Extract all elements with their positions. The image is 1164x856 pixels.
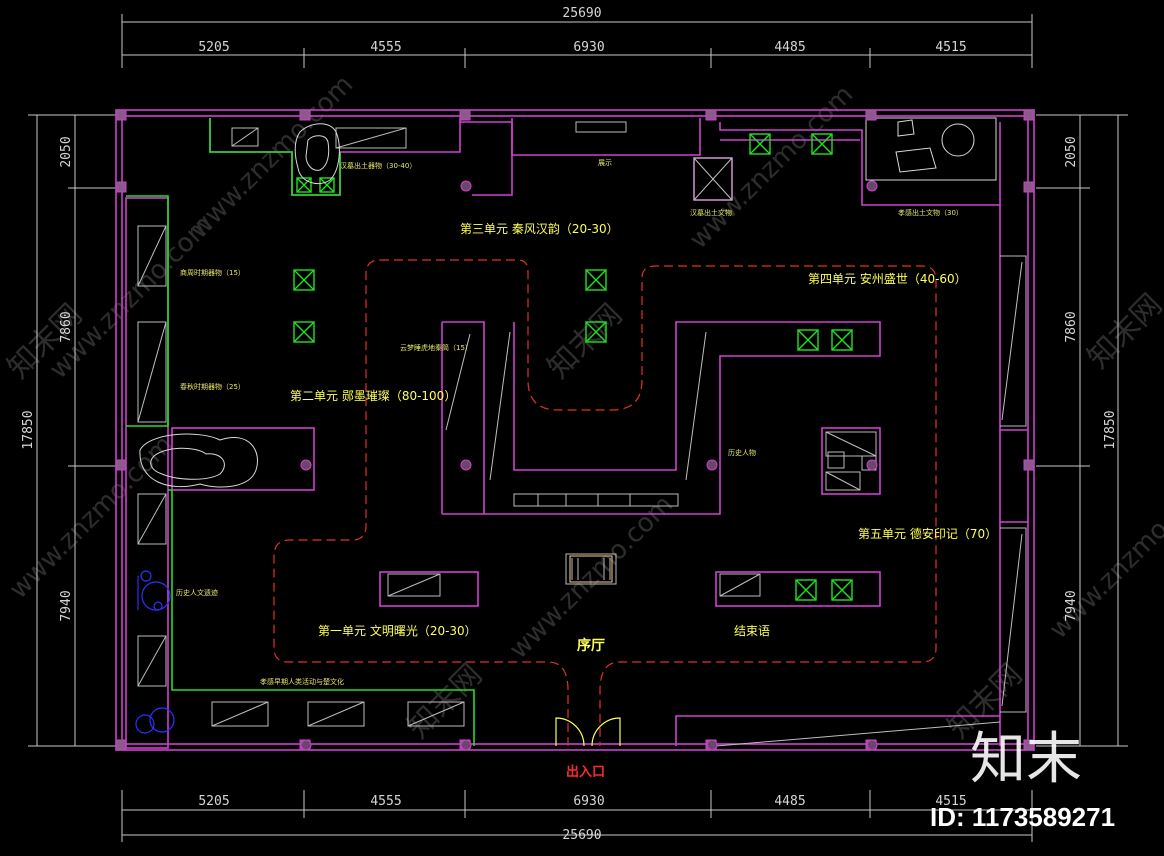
dim-bottom-seg-2: 4555 <box>370 794 401 809</box>
column-octagons <box>300 180 878 751</box>
dim-left-seg-1: 2050 <box>59 136 74 167</box>
note-label-2: 春秋时期器物（25） <box>180 382 245 391</box>
dim-right-seg-1: 2050 <box>1064 136 1079 167</box>
note-label-10: 孝感早期人类活动与楚文化 <box>260 677 344 686</box>
dim-top-seg-5: 4515 <box>935 40 966 55</box>
central-display <box>379 321 881 607</box>
entrance-label: 出入口 <box>566 764 605 780</box>
zone-label-unit3: 第三单元 秦风汉韵（20-30） <box>460 221 619 236</box>
dimension-lines <box>28 14 1128 842</box>
dim-top-seg-3: 6930 <box>573 40 604 55</box>
dim-right-seg-2: 7860 <box>1064 311 1079 342</box>
dim-top-seg-4: 4485 <box>774 40 805 55</box>
dim-bottom-seg-4: 4485 <box>774 794 805 809</box>
prelude-feature <box>569 555 613 583</box>
blue-fixtures <box>135 570 175 734</box>
zone-label-unit2: 第二单元 郧墨璀璨（80-100） <box>290 388 456 403</box>
dim-top-seg-2: 4555 <box>370 40 401 55</box>
green-walls <box>126 118 475 746</box>
note-label-6: 展示 <box>598 159 612 167</box>
note-label-3: 历史人文遗迹 <box>176 588 218 597</box>
showcases <box>137 121 1027 747</box>
note-label-7: 汉墓出土文物 <box>690 208 732 217</box>
dim-left-total: 17850 <box>21 410 36 449</box>
sculptures <box>139 117 997 488</box>
svg-text:知末网: 知末网 <box>1081 287 1164 375</box>
zone-label-unit4: 第四单元 安州盛世（40-60） <box>808 271 967 286</box>
dim-left-seg-2: 7860 <box>59 311 74 342</box>
dim-top-seg-1: 5205 <box>198 40 229 55</box>
svg-text:www.znzmo.com: www.znzmo.com <box>184 70 359 245</box>
columns <box>115 109 1035 751</box>
dim-bottom-seg-5: 4515 <box>935 794 966 809</box>
watermark-logo: 知末 <box>970 727 1082 792</box>
dim-right-seg-3: 7940 <box>1064 590 1079 621</box>
zone-label-prelude: 序厅 <box>577 637 605 654</box>
zone-label-unit5: 第五单元 德安印记（70） <box>858 526 997 541</box>
dim-bottom-seg-3: 6930 <box>573 794 604 809</box>
note-label-1: 商周时期器物（15） <box>180 268 245 277</box>
dim-bottom-total: 25690 <box>562 828 601 843</box>
dim-bottom-seg-1: 5205 <box>198 794 229 809</box>
dim-left-seg-3: 7940 <box>59 590 74 621</box>
visitor-route <box>273 259 937 746</box>
svg-text:www.znzmo.com: www.znzmo.com <box>684 80 859 255</box>
svg-text:知末网: 知末网 <box>541 297 629 385</box>
svg-text:www.znzmo.com: www.znzmo.com <box>44 210 219 385</box>
zone-label-unit1: 第一单元 文明曙光（20-30） <box>318 623 477 638</box>
svg-text:www.znzmo.com: www.znzmo.com <box>1044 470 1164 645</box>
note-label-4: 云梦睡虎地秦简（15） <box>400 343 472 352</box>
svg-text:知末网: 知末网 <box>401 657 489 745</box>
dim-right-total: 17850 <box>1103 410 1118 449</box>
note-label-5: 汉墓出土器物（30-40） <box>340 161 416 170</box>
note-label-9: 历史人物 <box>728 448 756 457</box>
dim-top-total: 25690 <box>562 6 601 21</box>
note-label-8: 孝感出土文物（30） <box>898 208 963 217</box>
display-cases <box>293 133 853 601</box>
zone-label-ending: 结束语 <box>734 624 770 638</box>
outer-walls <box>115 109 1035 751</box>
entrance-doors <box>555 717 621 747</box>
watermark-id: ID: 1173589271 <box>930 802 1115 832</box>
